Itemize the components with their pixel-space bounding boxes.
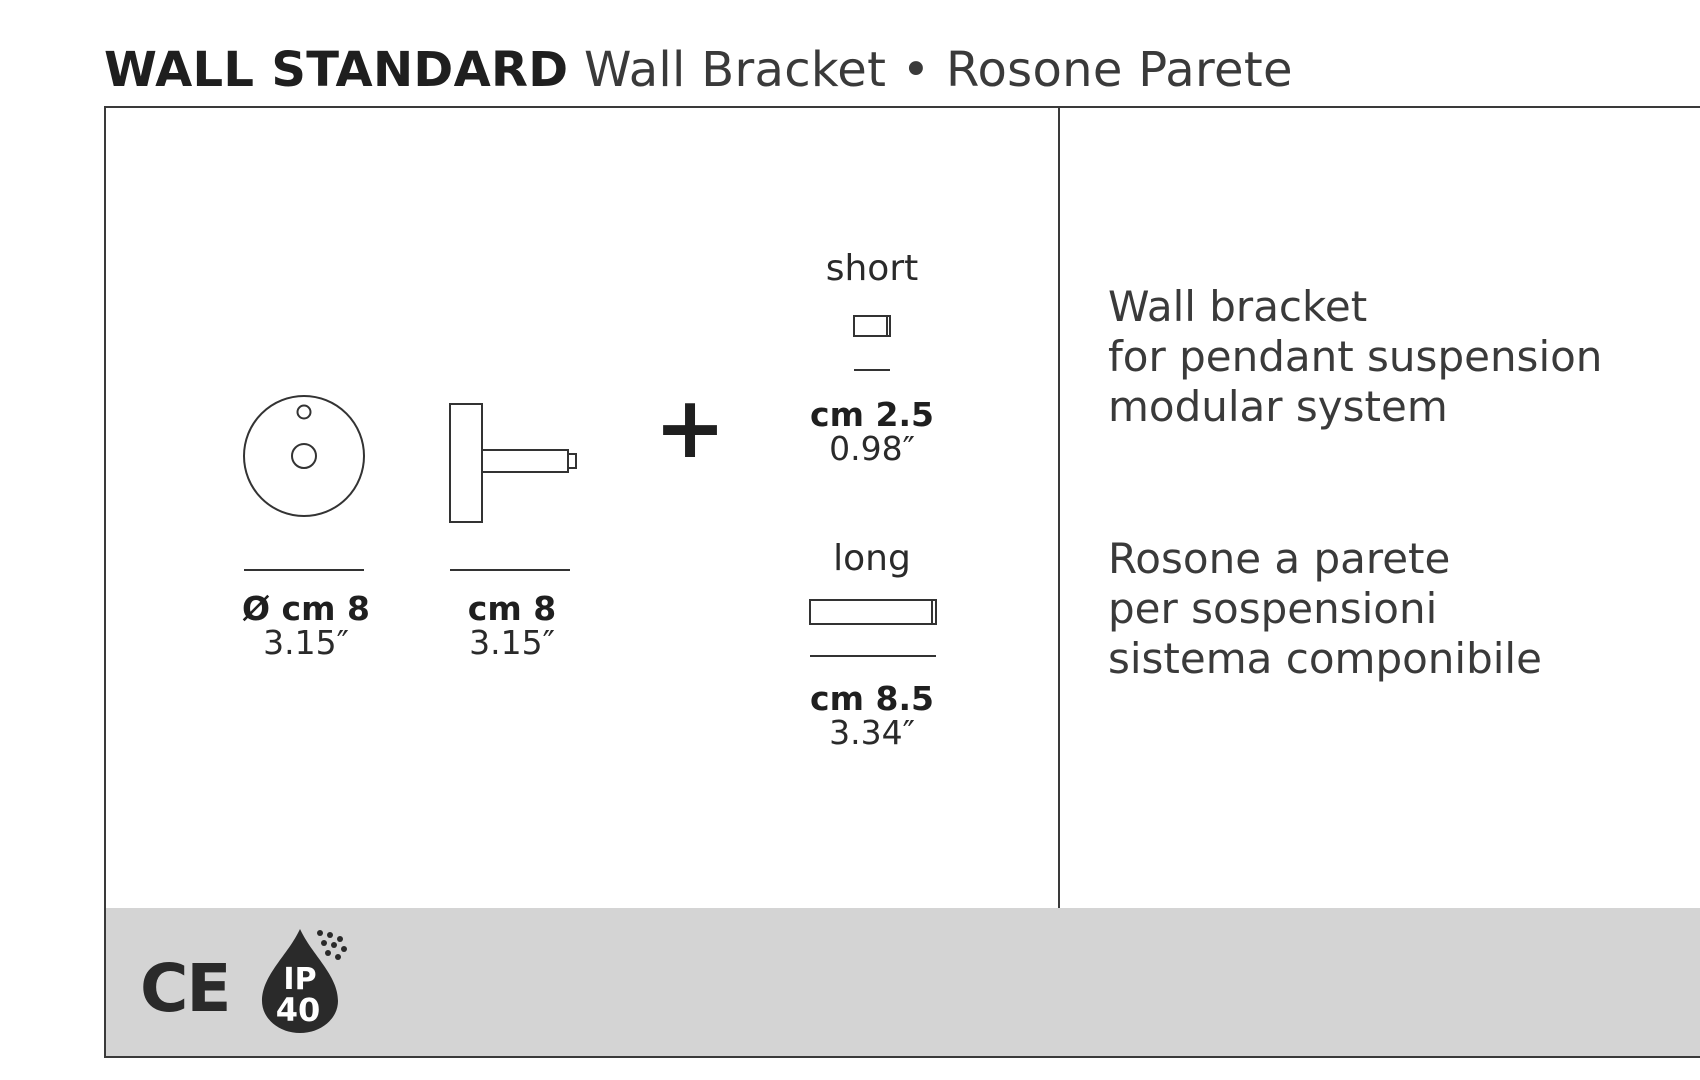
bracket-dimension-cm: cm 8 [467, 589, 557, 628]
column-divider [1058, 108, 1060, 908]
description-en-line-1: Wall bracket [1108, 282, 1368, 331]
ip-label-top: IP [283, 962, 316, 997]
ce-mark-icon: CE [140, 950, 232, 1027]
page-title: WALL STANDARD Wall Bracket • Rosone Pare… [104, 40, 1293, 100]
long-label: long [833, 538, 911, 579]
description-en-line-2: for pendant suspension [1108, 332, 1603, 381]
rosette-front-view [243, 395, 365, 517]
product-subtitle: Wall Bracket • Rosone Parete [584, 42, 1293, 98]
certification-bar [106, 908, 1700, 1056]
description-it-line-3: sistema componibile [1108, 634, 1542, 683]
rosette-dimension-cm: Ø cm 8 [242, 589, 370, 628]
short-adapter-icon [853, 315, 891, 337]
short-dimension-inch: 0.98″ [829, 429, 915, 468]
rosette-dimension: Ø cm 8 3.15″ [226, 592, 386, 660]
short-label: short [825, 248, 919, 289]
description-it-line-2: per sospensioni [1108, 584, 1438, 633]
long-dimension-inch: 3.34″ [829, 713, 915, 752]
rosette-dimension-inch: 3.15″ [263, 623, 349, 662]
description-italian: Rosone a parete per sospensioni sistema … [1108, 534, 1542, 684]
bracket-dimension: cm 8 3.15″ [432, 592, 592, 660]
bracket-dimension-inch: 3.15″ [469, 623, 555, 662]
product-name: WALL STANDARD [104, 42, 569, 98]
drawing-svg [243, 315, 937, 657]
long-dimension: cm 8.5 3.34″ [772, 682, 972, 750]
spec-frame [104, 106, 1700, 1058]
short-dimension: cm 2.5 0.98″ [772, 398, 972, 466]
ip-drop-svg: IP 40 [262, 929, 347, 1033]
plus-sign: + [654, 378, 727, 478]
description-english: Wall bracket for pendant suspension modu… [1108, 282, 1602, 432]
long-dimension-cm: cm 8.5 [810, 679, 934, 718]
short-dimension-cm: cm 2.5 [810, 395, 934, 434]
ip40-rating-icon: IP 40 [258, 925, 358, 1039]
long-adapter-icon [809, 599, 937, 625]
bracket-side-view [449, 403, 577, 523]
description-it-line-1: Rosone a parete [1108, 534, 1451, 583]
ip-label-bottom: 40 [276, 991, 321, 1029]
description-en-line-3: modular system [1108, 382, 1448, 431]
technical-drawing: Ø cm 8 3.15″ cm 8 3.15″ + short cm 2.5 0… [106, 108, 1058, 908]
